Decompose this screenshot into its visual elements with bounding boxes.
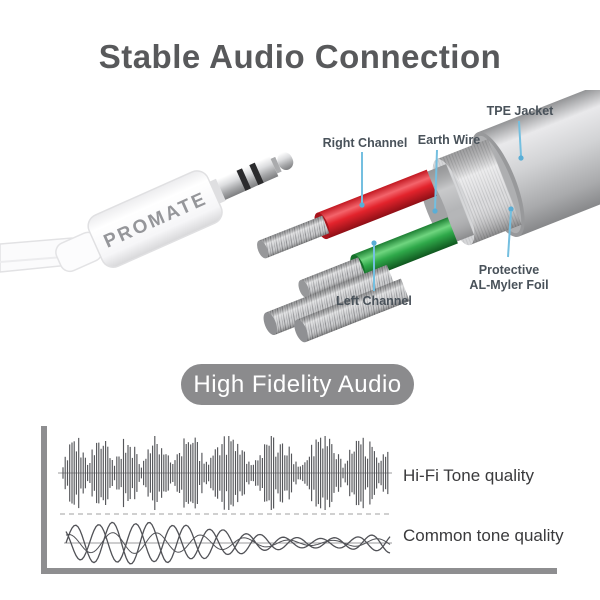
label-hifi-tone-quality: Hi-Fi Tone quality bbox=[403, 466, 535, 485]
leader-protective-foil bbox=[507, 206, 514, 258]
sine-wave bbox=[65, 532, 391, 554]
leader-right-channel bbox=[359, 152, 365, 208]
leader-earth-wire bbox=[432, 149, 438, 214]
plug-tip bbox=[277, 152, 294, 170]
page-title: Stable Audio Connection bbox=[98, 38, 502, 75]
plug-neck bbox=[209, 178, 226, 204]
axis-horizontal bbox=[41, 568, 557, 574]
leader-left-channel bbox=[371, 240, 377, 291]
cable-cutaway bbox=[257, 90, 600, 343]
label-left-channel: Left Channel bbox=[336, 294, 412, 308]
plug-tip-groove bbox=[270, 156, 282, 174]
hifi-waveform bbox=[62, 436, 389, 510]
left-channel-wire bbox=[298, 217, 458, 298]
leader-lines bbox=[359, 120, 524, 291]
waveform-comparison-panel bbox=[41, 426, 557, 574]
cable-cutaway-illustration: PROMATE bbox=[0, 90, 600, 343]
leader-tpe-jacket bbox=[518, 120, 524, 161]
plug-shaft bbox=[216, 156, 279, 200]
label-common-tone-quality: Common tone quality bbox=[403, 526, 564, 545]
plug-ring-2 bbox=[249, 162, 264, 186]
right-channel-wire bbox=[257, 169, 437, 259]
label-protective-foil-line2: AL-Myler Foil bbox=[469, 278, 549, 292]
bare-strand-bundles bbox=[263, 264, 410, 343]
audio-jack-plug: PROMATE bbox=[55, 152, 294, 273]
sine-wave bbox=[65, 522, 391, 563]
axis-vertical bbox=[41, 426, 47, 574]
label-protective-foil-line1: Protective bbox=[478, 263, 540, 277]
common-tone-sine-waves bbox=[65, 521, 391, 565]
plug-ring-1 bbox=[236, 168, 251, 191]
label-tpe-jacket: TPE Jacket bbox=[486, 104, 554, 118]
label-right-channel: Right Channel bbox=[322, 136, 408, 150]
high-fidelity-banner: High Fidelity Audio bbox=[181, 364, 414, 405]
label-protective-foil: Protective AL-Myler Foil bbox=[469, 263, 548, 293]
label-earth-wire: Earth Wire bbox=[417, 133, 481, 147]
